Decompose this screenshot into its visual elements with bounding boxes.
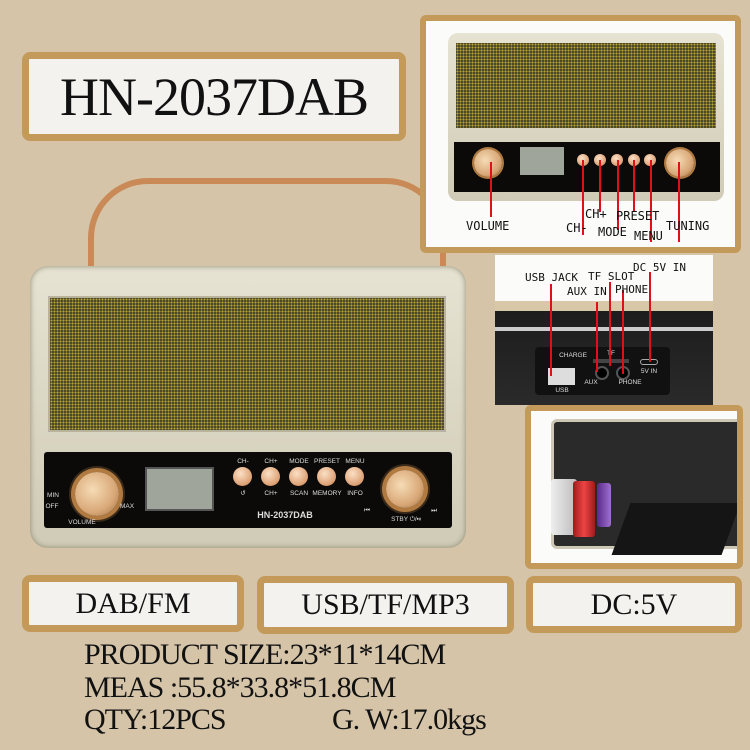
button-sublabel-ch-plus: CH+ <box>264 490 278 497</box>
feature-dc-5v: DC:5V <box>590 587 678 621</box>
front-model-label: HN-2037DAB <box>257 510 313 520</box>
callout-preset: PRESET <box>616 209 660 223</box>
battery-icon <box>597 483 611 527</box>
button-sublabel-info: INFO <box>347 490 363 497</box>
callout-menu: MENU <box>634 229 663 243</box>
prev-icon: ⏮ <box>364 507 370 514</box>
ports-callout-panel: CHARGE USB TF AUX PHONE 5V IN USB JACK A… <box>495 255 713 405</box>
button-label-ch-minus: CH- <box>237 458 249 465</box>
button-sublabel-scan: SCAN <box>289 490 309 497</box>
mini-lcd <box>520 147 564 175</box>
feature-usb-tf-mp3: USB/TF/MP3 <box>301 588 470 621</box>
callout-dc-in: DC 5V IN <box>633 261 686 274</box>
feature-box-usb-tf-mp3: USB/TF/MP3 <box>257 576 514 634</box>
model-title-box: HN-2037DAB <box>22 52 406 141</box>
battery-icon <box>573 481 595 537</box>
mini-speaker-grille <box>456 43 716 128</box>
next-icon: ⏭ <box>431 507 437 514</box>
callout-aux-in: AUX IN <box>567 285 607 298</box>
callout-volume: VOLUME <box>466 219 510 233</box>
model-title: HN-2037DAB <box>60 66 369 127</box>
back-icon: ↺ <box>240 490 246 497</box>
tf-slot <box>593 359 629 363</box>
callout-ch-minus: CH- <box>566 221 588 235</box>
max-label: MAX <box>119 503 135 510</box>
menu-button <box>345 467 364 486</box>
feature-box-dab-fm: DAB/FM <box>22 575 244 632</box>
off-label: OFF <box>45 503 59 510</box>
callout-tf-slot: TF SLOT <box>588 270 635 283</box>
callout-mode: MODE <box>598 225 627 239</box>
spec-qty: QTY:12PCS <box>84 703 227 736</box>
front-callout-panel: VOLUME CH- CH+ MODE PRESET MENU TUNING <box>420 15 741 253</box>
tuning-knob <box>386 470 424 508</box>
remote-or-pad <box>611 503 737 555</box>
callout-ch-plus: CH+ <box>585 207 607 221</box>
preset-button <box>317 467 336 486</box>
button-label-menu: MENU <box>345 458 365 465</box>
button-sublabel-memory: MEMORY <box>312 490 342 497</box>
feature-box-dc: DC:5V <box>526 576 742 633</box>
button-label-ch-plus: CH+ <box>264 458 278 465</box>
mini-tuning-knob <box>666 149 694 177</box>
spec-gross-weight: G. W:17.0kgs <box>332 703 487 736</box>
speaker-grille <box>48 296 446 432</box>
standby-label: STBY ⏻/⏯ <box>391 516 421 523</box>
chrome-strip <box>495 327 713 331</box>
min-label: MIN <box>47 492 59 499</box>
accessories-panel <box>525 405 743 569</box>
feature-dab-fm: DAB/FM <box>75 586 191 620</box>
spec-product-size: PRODUCT SIZE:23*11*14CM <box>84 638 446 671</box>
aux-jack <box>595 366 609 380</box>
ch-plus-button <box>261 467 280 486</box>
usb-port <box>548 368 575 385</box>
battery-icon <box>551 479 577 535</box>
mini-volume-knob <box>474 149 502 177</box>
ch-minus-button <box>233 467 252 486</box>
spec-meas: MEAS :55.8*33.8*51.8CM <box>84 671 396 704</box>
dc-label: 5V IN <box>640 368 658 375</box>
callout-usb-jack: USB JACK <box>525 271 578 284</box>
phone-label: PHONE <box>618 379 642 386</box>
button-label-mode: MODE <box>289 458 309 465</box>
usb-label: USB <box>555 387 569 394</box>
callout-phone: PHONE <box>615 283 649 296</box>
lcd-display <box>145 467 214 511</box>
aux-label: AUX <box>584 379 598 386</box>
mode-button <box>289 467 308 486</box>
button-label-preset: PRESET <box>313 458 340 465</box>
volume-label: VOLUME <box>68 519 96 526</box>
volume-knob <box>75 472 119 516</box>
charge-label: CHARGE <box>559 352 587 359</box>
callout-tuning: TUNING <box>666 219 710 233</box>
